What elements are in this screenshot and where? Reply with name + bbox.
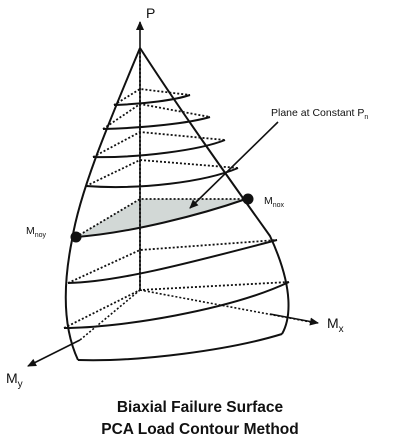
plane-label: Plane at Constant Pn (271, 107, 368, 121)
mx-axis-label: Mx (327, 315, 344, 335)
surface-left-outline (64, 47, 141, 361)
mnoy-label: Mnoy (26, 225, 47, 239)
mnoy-sub: noy (35, 232, 47, 239)
surface-bottom-outline (77, 333, 283, 362)
my-axis-line (79, 289, 141, 341)
plane-pointer-arrow (189, 121, 279, 209)
mnox-sub: nox (273, 202, 285, 209)
mnox-point (242, 193, 254, 205)
constant-pn-plane (76, 199, 246, 237)
contour-back-edges (63, 88, 290, 329)
mx-axis-line-solid (269, 313, 319, 326)
contour-front-arcs (63, 94, 290, 329)
mnoy-base: M (26, 225, 35, 237)
surface-right-outline (139, 47, 290, 335)
mnox-base: M (264, 195, 273, 207)
mx-base: M (327, 315, 339, 331)
caption-line-1: Biaxial Failure Surface (116, 399, 284, 416)
my-sub: y (18, 379, 23, 390)
my-axis-label: My (6, 370, 23, 390)
mnoy-point (70, 231, 82, 243)
my-base: M (6, 370, 18, 386)
mnox-label: Mnox (264, 195, 285, 209)
plane-label-sub: n (364, 114, 368, 121)
mx-sub: x (339, 324, 344, 335)
p-axis-label: P (146, 5, 155, 21)
caption-line-2: PCA Load Contour Method (101, 421, 299, 438)
plane-label-text: Plane at Constant P (271, 107, 364, 119)
